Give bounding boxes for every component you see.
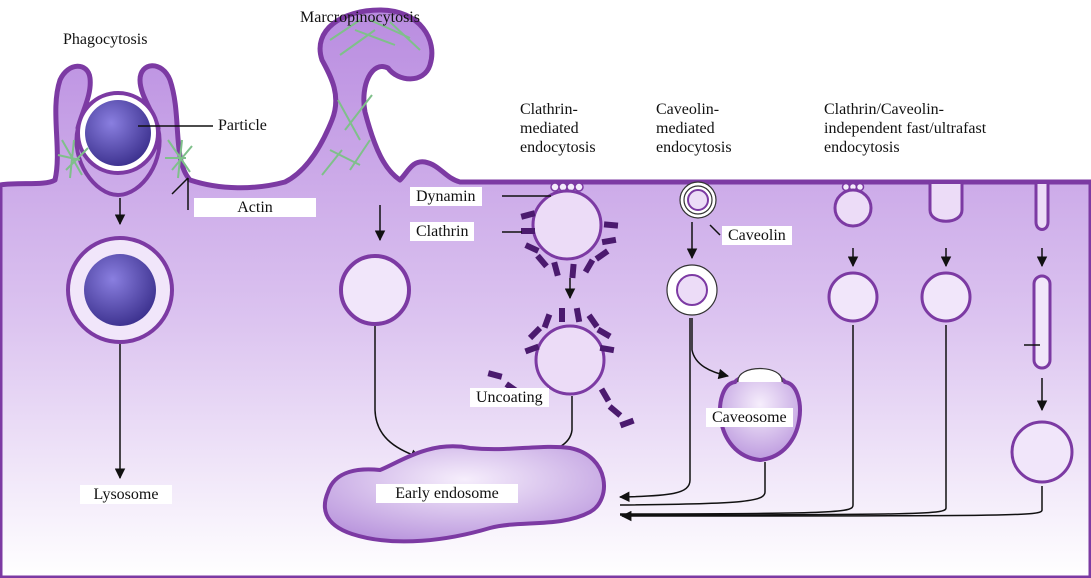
independent-vesicle-3 [1012,422,1072,482]
independent-pit-1 [835,190,871,226]
label-lysosome: Lysosome [80,485,172,504]
label-uncoating: Uncoating [470,388,549,407]
label-phagocytosis: Phagocytosis [63,30,147,49]
phagosome-particle-icon [84,254,156,326]
particle-icon [85,100,151,166]
clathrin-pit [533,191,601,259]
independent-vesicle-2 [922,273,970,321]
label-caveosome: Caveosome [706,408,793,427]
label-caveolin-mediated: Caveolin- mediated endocytosis [656,100,732,157]
independent-pit-3 [1036,184,1048,230]
independent-pit-2 [930,184,962,221]
caveolae-lumen [688,190,708,210]
label-clathrin-mediated: Clathrin- mediated endocytosis [520,100,596,157]
label-caveolin: Caveolin [722,226,792,245]
macropinosome-vesicle [341,256,409,324]
label-actin: Actin [194,198,316,217]
caveosome-vesicle [677,275,707,305]
independent-vesicle-1 [829,273,877,321]
label-dynamin: Dynamin [410,187,482,206]
label-independent-endocytosis: Clathrin/Caveolin- independent fast/ultr… [824,100,986,157]
label-clathrin: Clathrin [410,222,474,241]
independent-tubule [1034,276,1050,368]
label-early-endosome: Early endosome [376,484,518,503]
label-macropinocytosis: Marcropinocytosis [300,8,420,27]
uncoating-vesicle [536,326,604,394]
label-particle: Particle [218,116,267,135]
